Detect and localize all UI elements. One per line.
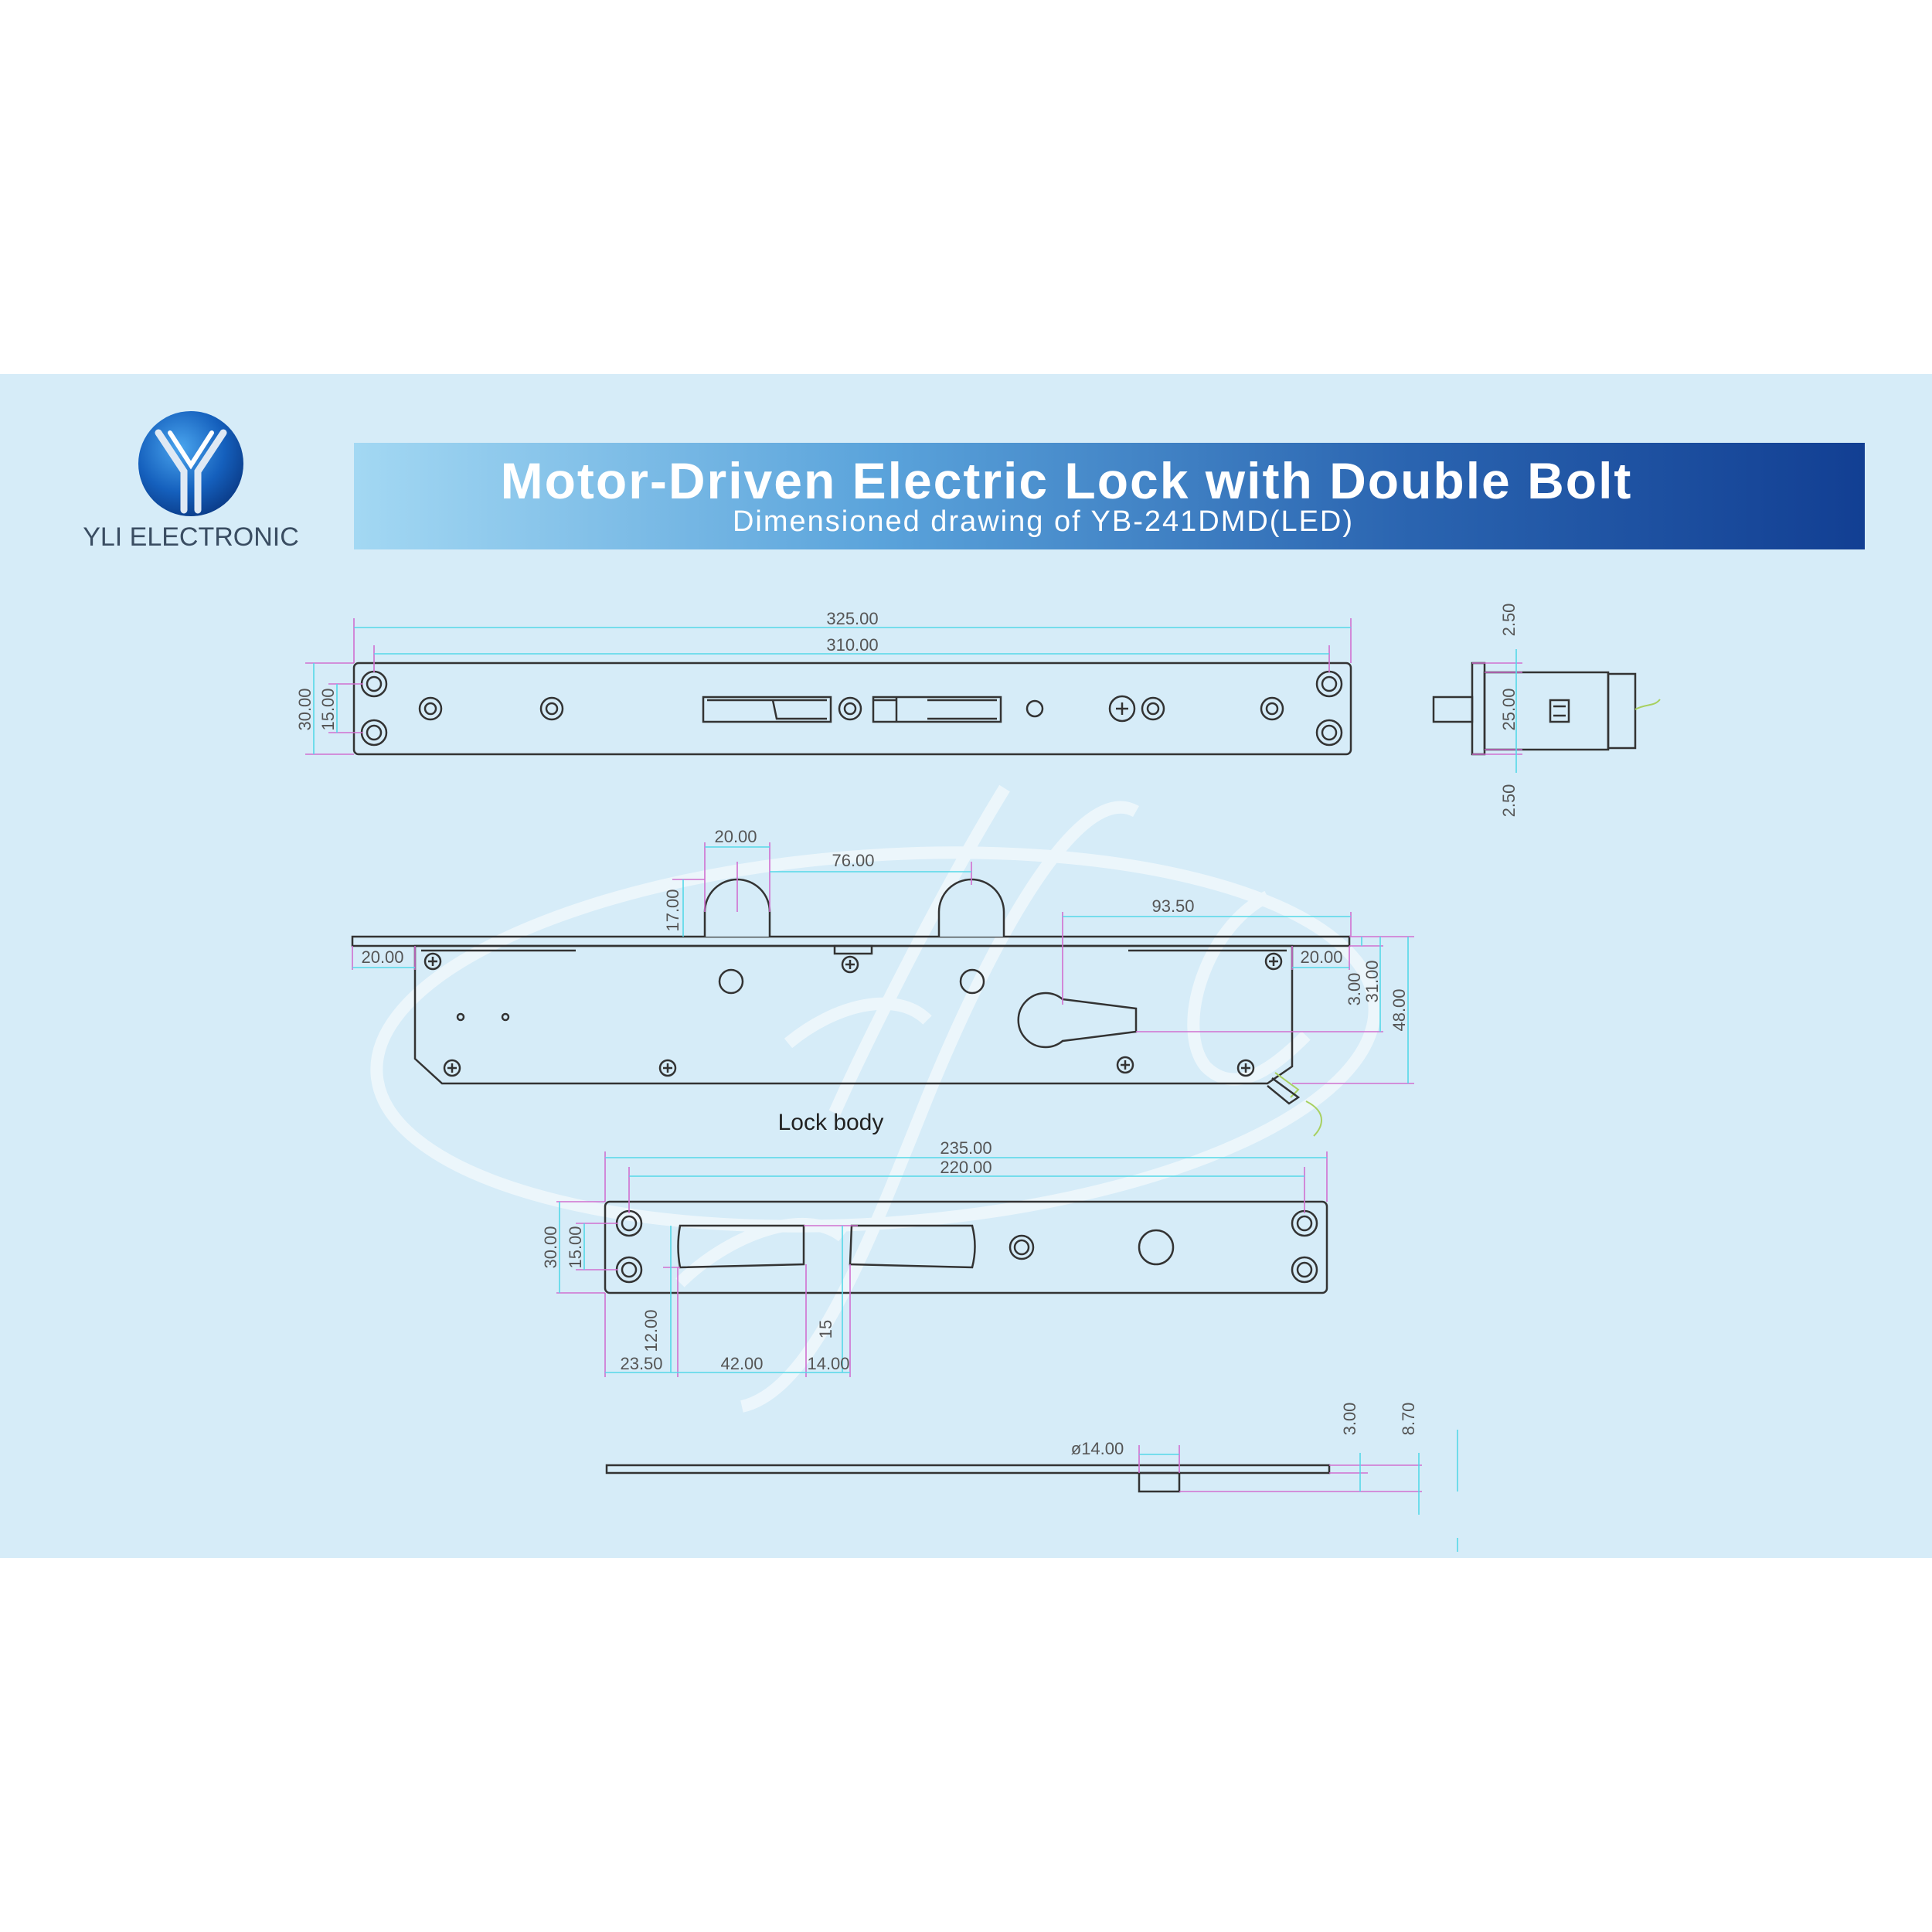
side-bottom-margin-label: 2.50 [1499, 784, 1519, 818]
title-banner [354, 443, 1865, 549]
strike-length-label: 235.00 [940, 1138, 992, 1158]
slot-length-label: 42.00 [720, 1354, 763, 1373]
mounting-hole [615, 1209, 1318, 1284]
faceplate-width-label: 30.00 [295, 688, 315, 730]
slot2-offset-label: 14.00 [807, 1354, 849, 1373]
mounting-hole [360, 670, 1343, 747]
bolt-width-label: 20.00 [714, 827, 757, 846]
yli-y-logo-icon [138, 411, 243, 516]
side-top-margin-label: 2.50 [1499, 604, 1519, 637]
dimension-lines [352, 842, 1414, 1084]
brand-name: YLI ELECTRONIC [83, 522, 299, 552]
lock-body-label: Lock body [778, 1110, 884, 1135]
faceplate-top-view: 325.00 310.00 30.00 15.00 [295, 609, 1352, 756]
page-subtitle: Dimensioned drawing of YB-241DMD(LED) [733, 505, 1354, 538]
dimension-lines [556, 1151, 1328, 1377]
page-title: Motor-Driven Electric Lock with Double B… [501, 452, 1633, 509]
yli-script-watermark-icon [370, 784, 1381, 1413]
strike-hole-pitch-label: 15.00 [566, 1226, 585, 1268]
faceplate-length-label: 325.00 [826, 609, 878, 628]
strike-width-label: 30.00 [541, 1226, 560, 1268]
plate-thickness-label: 3.00 [1340, 1403, 1359, 1436]
body-depth-label: 48.00 [1389, 988, 1409, 1031]
faceplate-hole-spacing-label: 310.00 [826, 635, 878, 655]
left-offset-label: 20.00 [361, 947, 403, 967]
lock-body-view: 20.00 76.00 17.00 20.00 20.00 93.50 3.00… [351, 827, 1414, 1137]
side-view: 2.50 25.00 2.50 [1432, 604, 1661, 818]
edge-to-slot-label: 23.50 [620, 1354, 662, 1373]
strike-plate-view: 235.00 220.00 30.00 15.00 12.00 15 23.50… [541, 1138, 1328, 1377]
cylinder-offset-label: 93.50 [1151, 896, 1194, 916]
side-body-height-label: 25.00 [1499, 688, 1519, 730]
right-offset-label: 20.00 [1300, 947, 1342, 967]
screw [418, 695, 1284, 723]
strike-side-view: ø14.00 3.00 8.70 [605, 1403, 1458, 1552]
top-gap-label: 3.00 [1345, 973, 1364, 1006]
slot-height-label: 12.00 [641, 1309, 661, 1352]
bolt-spacing-label: 76.00 [832, 851, 874, 870]
bolt-slot [702, 696, 1002, 723]
slot2-height-label: 15 [816, 1320, 835, 1338]
boss-diameter-label: ø14.00 [1071, 1439, 1124, 1458]
screw [423, 952, 1283, 1077]
bolt-projection-label: 17.00 [663, 889, 682, 931]
faceplate-hole-pitch-label: 15.00 [318, 688, 338, 730]
drawing-sheet [0, 374, 1932, 1558]
dimension-lines [305, 618, 1352, 755]
total-height-label: 8.70 [1399, 1403, 1418, 1436]
cylinder-height-label: 31.00 [1362, 960, 1382, 1002]
strike-hole-spacing-label: 220.00 [940, 1158, 992, 1177]
